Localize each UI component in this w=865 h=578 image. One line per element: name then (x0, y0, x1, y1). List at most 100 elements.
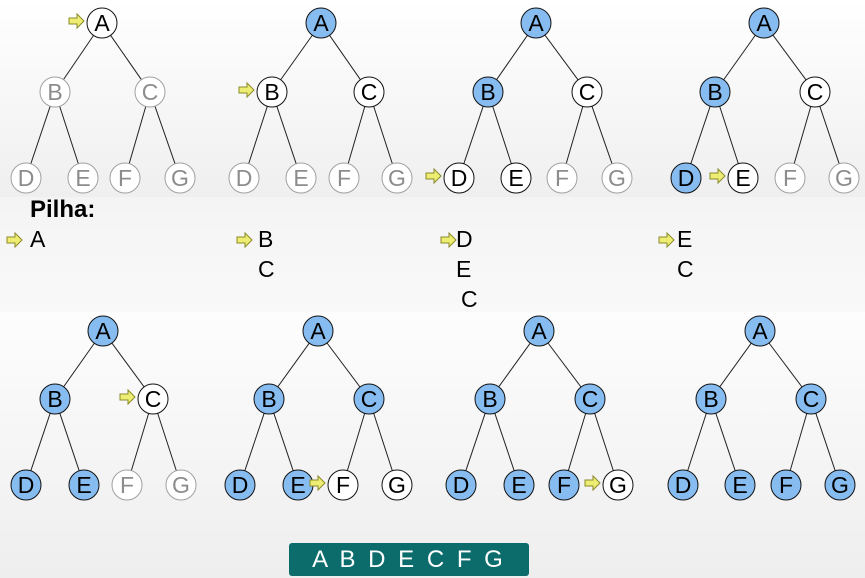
svg-text:A: A (94, 10, 110, 36)
tree-node-e: E (500, 162, 532, 194)
tree-node-f: F (770, 469, 802, 501)
svg-text:A: A (752, 318, 768, 344)
tree-edge-CF (793, 106, 812, 164)
tree-edge-CG (373, 413, 393, 471)
svg-text:F: F (557, 472, 571, 498)
tree-edge-CF (346, 413, 366, 471)
svg-text:F: F (118, 165, 132, 191)
tree-edge-AC (544, 34, 579, 81)
tree-node-a: A (302, 315, 334, 347)
tree-edge-AC (111, 342, 145, 388)
tree-node-c: C (571, 76, 603, 108)
svg-text:A: A (756, 10, 772, 36)
tree-node-a: A (523, 315, 555, 347)
svg-text:C: C (361, 79, 378, 105)
svg-text:D: D (451, 165, 468, 191)
tree-edge-BE (59, 106, 79, 164)
tree-node-b: B (472, 76, 504, 108)
tree-node-e: E (282, 469, 314, 501)
tree-node-b: B (699, 76, 731, 108)
svg-text:G: G (609, 472, 627, 498)
svg-text:D: D (18, 472, 35, 498)
svg-text:D: D (453, 472, 470, 498)
tree-edge-BE (494, 413, 515, 471)
tree-edge-BE (719, 106, 739, 164)
svg-text:E: E (735, 165, 750, 191)
stack-item: B (258, 226, 274, 252)
tree-node-f: F (327, 469, 359, 501)
svg-text:B: B (264, 79, 279, 105)
svg-text:F: F (783, 165, 797, 191)
tree-edge-BD (244, 413, 265, 471)
tree-node-g: G (381, 162, 413, 194)
tree-node-a: A (748, 7, 780, 39)
tree-node-b: B (39, 383, 71, 415)
tree-node-f: F (774, 162, 806, 194)
tree-node-g: G (164, 162, 196, 194)
svg-text:A: A (95, 318, 111, 344)
svg-text:G: G (388, 165, 406, 191)
tree-node-g: G (824, 469, 856, 501)
tree-node-c: C (799, 76, 831, 108)
pointer-arrow-icon (709, 167, 726, 185)
tree-node-g: G (381, 469, 413, 501)
tree-edge-AC (768, 342, 803, 388)
svg-text:A: A (310, 318, 326, 344)
tree-node-b: B (474, 383, 506, 415)
stack-item: D (456, 226, 473, 252)
tree-node-e: E (727, 162, 759, 194)
tree-edge-CG (591, 105, 613, 165)
stack-pointer-arrow-icon (658, 232, 675, 248)
tree-node-f: F (328, 162, 360, 194)
pointer-arrow-icon (584, 474, 601, 492)
svg-text:G: G (388, 472, 406, 498)
tree-node-e: E (724, 469, 756, 501)
tree-node-e: E (68, 469, 100, 501)
tree-node-a: A (86, 7, 118, 39)
stack-item: A (30, 226, 46, 252)
tree-node-d: D (228, 162, 260, 194)
svg-text:D: D (678, 165, 695, 191)
svg-text:C: C (145, 386, 162, 412)
tree-node-d: D (10, 469, 42, 501)
tree-edge-BE (715, 413, 736, 471)
svg-text:B: B (480, 79, 495, 105)
tree-node-c: C (574, 383, 606, 415)
pointer-arrow-icon (309, 474, 326, 492)
svg-text:C: C (142, 79, 159, 105)
svg-text:G: G (172, 472, 190, 498)
svg-text:C: C (807, 79, 824, 105)
svg-text:F: F (555, 165, 569, 191)
svg-text:B: B (47, 386, 62, 412)
svg-text:E: E (732, 472, 747, 498)
pointer-arrow-icon (68, 12, 85, 30)
stack-item: E (677, 226, 693, 252)
tree-node-g: G (601, 162, 633, 194)
tree-node-a: A (87, 315, 119, 347)
tree-edge-BD (30, 106, 51, 164)
tree-node-e: E (503, 469, 535, 501)
tree-node-f: F (546, 162, 578, 194)
tree-node-d: D (443, 162, 475, 194)
svg-text:F: F (120, 472, 134, 498)
stack-band (0, 197, 865, 312)
tree-edge-AB (63, 35, 94, 80)
svg-text:D: D (675, 472, 692, 498)
tree-node-c: C (795, 383, 827, 415)
tree-edge-AB (723, 34, 756, 81)
pointer-arrow-icon (238, 81, 255, 99)
tree-node-f: F (111, 469, 143, 501)
stack-title: Pilha: (30, 196, 96, 223)
tree-node-b: B (695, 383, 727, 415)
stack-pointer-arrow-icon (236, 232, 253, 248)
tree-node-g: G (602, 469, 634, 501)
svg-text:E: E (75, 165, 90, 191)
tree-edge-BE (59, 413, 80, 471)
tree-node-d: D (224, 469, 256, 501)
stack-item: C (461, 286, 478, 312)
